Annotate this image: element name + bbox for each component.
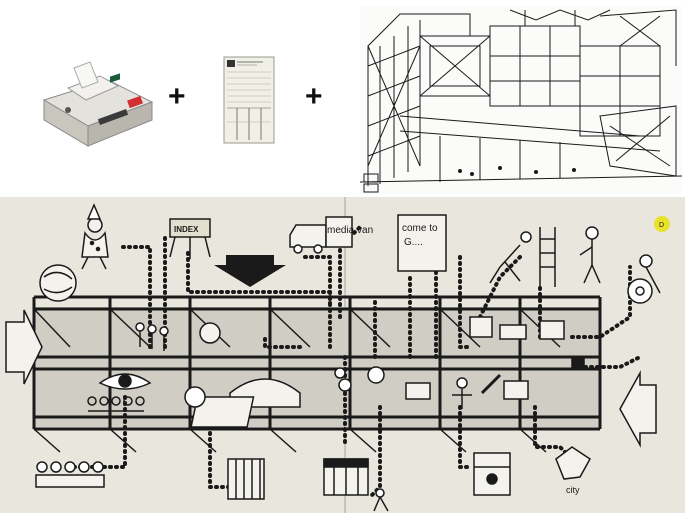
figure-pictogram [452,377,472,409]
crowd-pictogram [35,461,105,488]
truss-frame [32,295,602,431]
wheel-pictogram [627,254,661,304]
top-row: + + [0,0,685,200]
people-group-pictogram [135,322,169,351]
down-arrow [214,255,286,287]
cameraman-pictogram [373,488,389,512]
copier-machine-image [42,61,154,147]
machine-pictogram [503,380,529,400]
left-entry-arrow [5,309,43,385]
right-entry-arrow [619,370,657,448]
eye-pictogram [98,373,152,390]
window-pictogram [473,452,511,496]
globe-pictogram [39,264,77,302]
sign-easel-pictogram [169,218,211,259]
come-to-dots-label: G.... [404,237,423,248]
come-to-label: come to [402,223,438,234]
city-label: city [566,485,580,495]
media-van-label: media van [327,225,373,236]
architectural-sketch-image [360,6,682,194]
storefront-pictogram [323,458,369,496]
person-pictogram [579,226,601,284]
worker-pictogram [489,227,556,287]
wrench-icon [480,373,502,395]
monitor-pictogram [405,382,431,400]
clown-pictogram [81,203,109,270]
megastructure-diagram: media van come to G.... city INDEX D [0,197,685,513]
index-sign-label: INDEX [174,225,199,234]
ibm-card-image [223,56,275,144]
box-pictogram [190,396,255,428]
target-pictogram [367,366,385,384]
page-marker-label: D [659,222,664,229]
media-van-pictogram [289,216,353,254]
audience-pictogram [87,396,145,412]
chair-pictogram [184,386,206,408]
plus-sign: + [168,80,186,113]
jail-pictogram [227,458,265,500]
plus-sign: + [305,80,323,113]
come-to-poster [397,214,447,272]
dish-pictogram [199,322,221,344]
page-marker [654,216,670,232]
city-splash-pictogram [555,446,591,480]
